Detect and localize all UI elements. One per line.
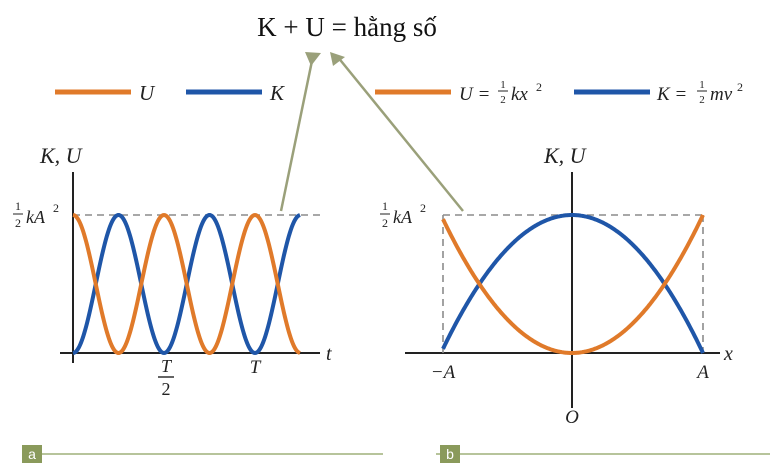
legend-b-u-square: 2 <box>536 80 542 94</box>
legend-b-u-half-num: 1 <box>500 79 506 91</box>
chart-a-tick-full: T <box>250 357 262 378</box>
legend-b-k-square: 2 <box>737 80 743 94</box>
connector-arrow-b <box>330 52 345 66</box>
chart-a-y-label: K, U <box>39 143 84 168</box>
chart-b: K, U 1 2 kA 2 x −A A O b <box>380 143 770 463</box>
chart-b-tick-neg-a: −A <box>431 362 456 383</box>
legend-b-k-eq: K = <box>656 84 687 105</box>
chart-a-max-var: kA <box>26 207 46 227</box>
chart-b-tick-pos-a: A <box>695 362 709 383</box>
chart-b-u-curve <box>441 214 705 355</box>
title: K + U = hằng số <box>257 12 437 42</box>
chart-a-max-exp: 2 <box>53 201 59 215</box>
chart-a-x-label: t <box>326 343 332 365</box>
legend-b-k-half-den: 2 <box>699 94 705 106</box>
connector-line-a <box>279 55 315 212</box>
chart-b-x-label: x <box>723 343 733 365</box>
chart-a-max-den: 2 <box>15 216 21 230</box>
chart-b-max-exp: 2 <box>420 201 426 215</box>
legend-b-u-half-den: 2 <box>500 94 506 106</box>
connector-line-b <box>336 55 464 212</box>
chart-a-tick-half-num: T <box>161 356 173 376</box>
legend-b-u-eq: U = <box>459 84 490 105</box>
chart-b-origin: O <box>565 407 579 428</box>
chart-b-max-var: kA <box>393 207 413 227</box>
chart-b-k-curve <box>441 213 705 354</box>
chart-b-tag-box <box>440 445 460 463</box>
legend-a-u-label: U <box>139 81 156 105</box>
chart-a-u-curve <box>72 212 301 355</box>
legend-b-k-half-num: 1 <box>699 79 705 91</box>
chart-a-tag-box <box>22 445 42 463</box>
legend-b: U = 1 2 kx 2 K = 1 2 mv 2 <box>375 79 743 106</box>
legend-a: U K <box>55 81 285 105</box>
legend-b-u-var: kx <box>511 84 528 105</box>
chart-a-max-num: 1 <box>15 199 21 213</box>
chart-a: K, U 1 2 kA 2 t T 2 T a <box>13 143 383 463</box>
chart-a-tag: a <box>28 446 36 462</box>
connector-arrow-a <box>305 52 321 66</box>
legend-b-k-var: mv <box>710 84 733 105</box>
chart-b-max-num: 1 <box>382 199 388 213</box>
chart-b-y-label: K, U <box>543 143 588 168</box>
chart-b-tag: b <box>446 446 454 462</box>
chart-a-tick-half-den: 2 <box>162 379 171 399</box>
legend-a-k-label: K <box>269 81 285 105</box>
chart-b-max-den: 2 <box>382 216 388 230</box>
